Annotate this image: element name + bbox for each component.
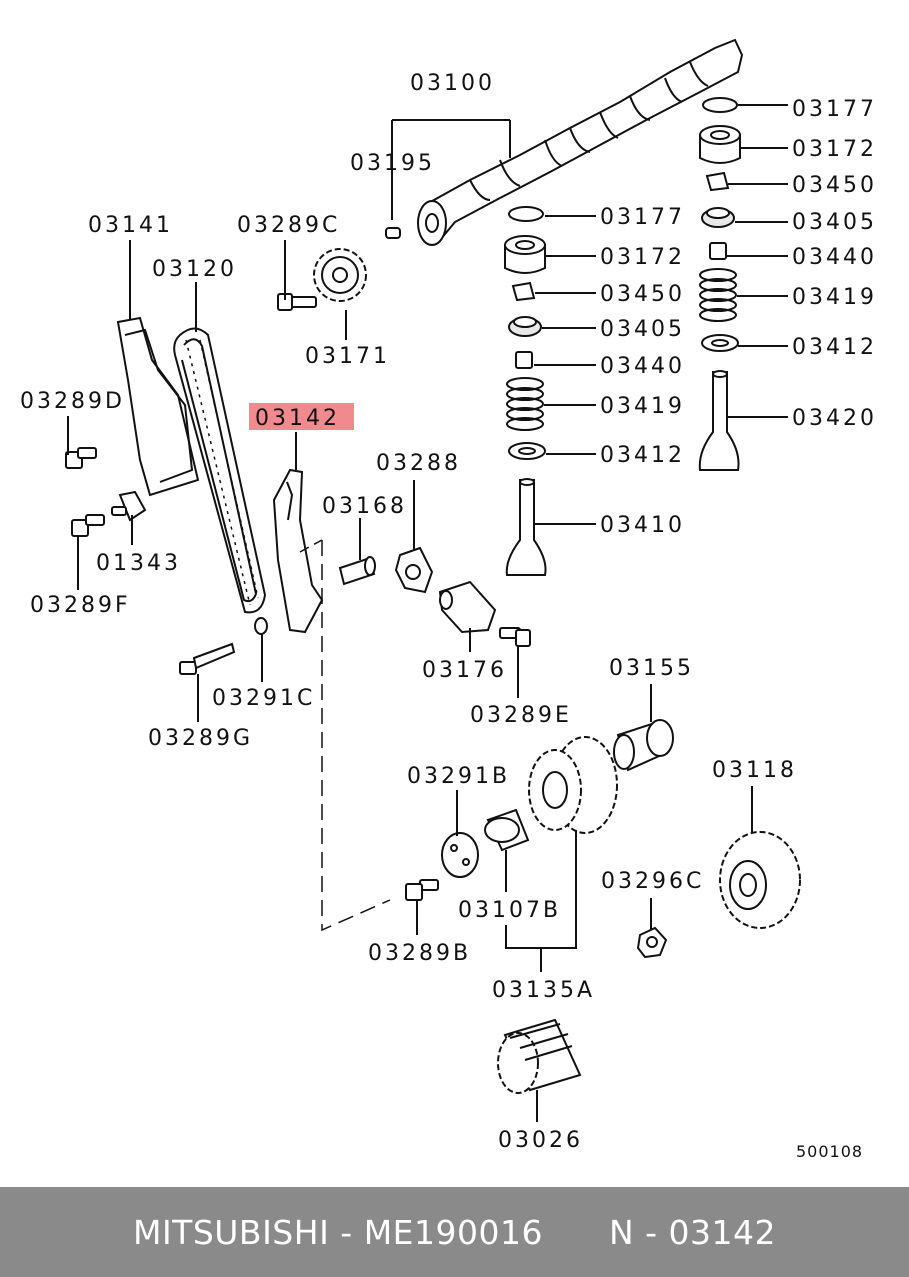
label-03120: 03120 <box>152 257 237 282</box>
pin-part <box>385 227 401 239</box>
label-03419-left: 03419 <box>600 394 685 419</box>
bracket-part <box>111 490 147 522</box>
bolt-part <box>405 879 439 901</box>
label-03450-left: 03450 <box>600 282 685 307</box>
label-03142: 03142 <box>255 406 340 431</box>
crank-gear-part <box>719 831 801 929</box>
bolt-part <box>71 514 105 537</box>
label-03177-right: 03177 <box>792 97 877 122</box>
label-03172-right: 03172 <box>792 137 877 162</box>
pump-gear-part <box>497 1018 582 1094</box>
label-03412-left: 03412 <box>600 443 685 468</box>
shaft-part <box>613 719 674 772</box>
label-03291B: 03291B <box>407 764 510 789</box>
label-03289F: 03289F <box>30 593 131 618</box>
label-01343: 01343 <box>96 551 181 576</box>
idler-gear-part <box>528 736 618 834</box>
label-03289C: 03289C <box>237 213 340 238</box>
label-03289E: 03289E <box>470 703 572 728</box>
label-03118: 03118 <box>712 758 797 783</box>
label-03288: 03288 <box>376 451 461 476</box>
label-03296C: 03296C <box>601 869 704 894</box>
washer-part <box>254 617 268 635</box>
label-03155: 03155 <box>609 656 694 681</box>
label-03289D: 03289D <box>20 389 125 414</box>
leader-lines <box>67 104 788 1122</box>
label-03450-right: 03450 <box>792 173 877 198</box>
bushing-part <box>484 808 530 852</box>
bolt-part <box>499 627 531 647</box>
label-03195: 03195 <box>350 151 435 176</box>
gap <box>543 1213 609 1252</box>
part-number: ME190016 <box>363 1212 543 1252</box>
label-03410: 03410 <box>600 513 685 538</box>
label-03176: 03176 <box>422 658 507 683</box>
bolt-part <box>65 447 97 469</box>
separator: - <box>329 1212 364 1252</box>
label-03171: 03171 <box>305 344 390 369</box>
label-03026: 03026 <box>498 1128 583 1153</box>
label-03440-right: 03440 <box>792 245 877 270</box>
label-03412-right: 03412 <box>792 335 877 360</box>
label-03135A: 03135A <box>492 978 595 1003</box>
label-03100: 03100 <box>410 71 495 96</box>
valve-stack-right <box>698 97 741 471</box>
thrust-plate-part <box>441 832 479 878</box>
footer-bar: MITSUBISHI - ME190016 N - 03142 <box>0 1187 909 1277</box>
label-03420: 03420 <box>792 406 877 431</box>
bolt-part <box>277 293 317 311</box>
part-labels: 03100 03195 03177 03172 03450 03405 0344… <box>20 71 877 1161</box>
label-03405-left: 03405 <box>600 317 685 342</box>
label-03172-left: 03172 <box>600 245 685 270</box>
label-03440-left: 03440 <box>600 354 685 379</box>
highlight-box <box>249 403 354 430</box>
camshaft-part <box>417 38 744 246</box>
label-03419-right: 03419 <box>792 285 877 310</box>
tensioner-part <box>438 580 497 634</box>
tensioner-lever-part <box>272 468 324 634</box>
label-03168: 03168 <box>322 494 407 519</box>
nut-part <box>636 926 668 959</box>
label-03291C: 03291C <box>212 686 315 711</box>
stud-bolt-part <box>179 642 236 675</box>
sprocket-part <box>313 248 367 302</box>
valve-stack-left <box>504 206 547 576</box>
diagram-id: 500108 <box>796 1142 863 1161</box>
ref-number: 03142 <box>668 1212 777 1252</box>
chain-guide-part <box>116 316 200 497</box>
ref-prefix: N - <box>608 1212 669 1252</box>
label-03141: 03141 <box>88 213 173 238</box>
label-03107B: 03107B <box>458 898 561 923</box>
label-03289G: 03289G <box>148 726 253 751</box>
label-03177-left: 03177 <box>600 205 685 230</box>
label-03289B: 03289B <box>368 941 471 966</box>
parts-diagram: 03100 03195 03177 03172 03450 03405 0344… <box>20 38 877 1161</box>
label-03405-right: 03405 <box>792 210 877 235</box>
pin-part <box>338 556 376 586</box>
brand-name: MITSUBISHI <box>132 1212 330 1252</box>
